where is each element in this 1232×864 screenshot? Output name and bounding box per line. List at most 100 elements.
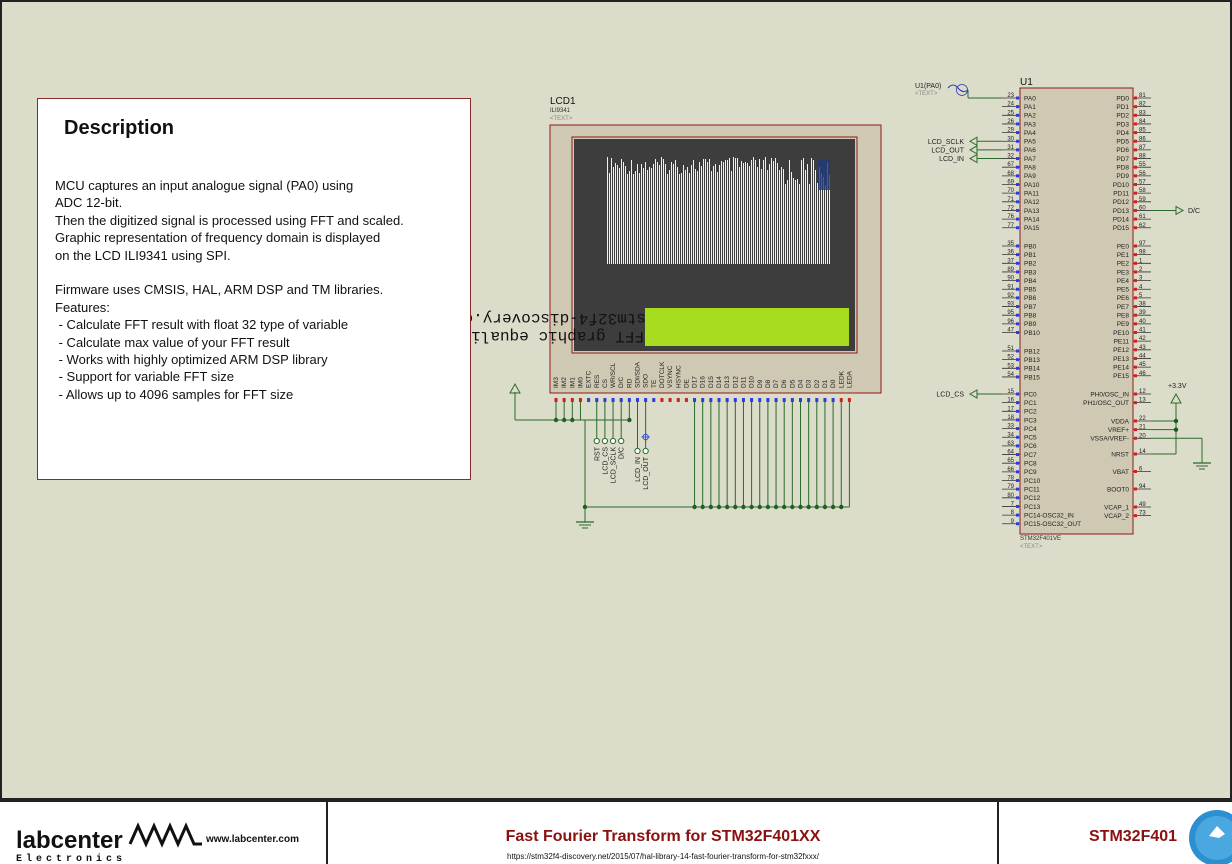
mcu-pin-marker — [1016, 296, 1019, 300]
mcu-pin-number: 87 — [1139, 145, 1146, 151]
mcu-pin-label: PC0 — [1024, 391, 1037, 398]
mcu-pin-label: PC6 — [1024, 443, 1037, 450]
mcu-pin-label: PE3 — [1117, 269, 1130, 276]
lcd-pin-label: D10 — [749, 376, 756, 388]
lcd-pin-marker — [644, 398, 648, 402]
lcd-pin-marker — [758, 398, 762, 402]
mcu-pin-number: 22 — [1139, 416, 1146, 422]
mcu-pin-number: 96 — [1007, 319, 1014, 325]
mcu-pin-marker — [1016, 409, 1019, 413]
mcu-pin-marker — [1016, 513, 1019, 517]
spectrum-bar — [807, 164, 808, 264]
mcu-pin-label: PD13 — [1113, 208, 1130, 215]
lcd-pin-label: D3 — [806, 379, 813, 388]
mcu-pin-number: 69 — [1007, 180, 1014, 186]
mcu-pin-label: PC1 — [1024, 400, 1037, 407]
mcu-pin-marker — [1016, 392, 1019, 396]
spectrum-bar — [693, 160, 694, 264]
lcd-pin-marker — [587, 398, 591, 402]
lcd-pin-marker — [790, 398, 794, 402]
mcu-pin-marker — [1016, 165, 1019, 169]
mcu-pin-label: PD4 — [1116, 130, 1129, 137]
mcu-pin-number: 88 — [1139, 154, 1146, 160]
mcu-pin-marker — [1134, 226, 1137, 230]
mcu-pin-number: 53 — [1007, 363, 1014, 369]
lcd-net-label: D/C — [619, 447, 626, 459]
lcd-pin-marker — [636, 398, 639, 402]
mcu-pin-marker — [1134, 122, 1137, 126]
lcd-pin-label: DE — [683, 378, 690, 388]
spectrum-bar — [789, 160, 790, 264]
mcu-pin-label: PE2 — [1117, 261, 1130, 268]
spectrum-bar — [677, 167, 678, 264]
spectrum-bar — [643, 168, 644, 264]
mcu-pin-label: PA5 — [1024, 139, 1036, 146]
spectrum-bar — [705, 159, 706, 264]
mcu-pin-label: PA11 — [1024, 190, 1039, 197]
mcu-pin-marker — [1134, 253, 1137, 257]
mcu-pin-number: 51 — [1007, 346, 1014, 352]
mcu-pin-number: 37 — [1007, 258, 1014, 264]
mcu-pin-label: PA3 — [1024, 121, 1036, 128]
mcu-pin-marker — [1016, 313, 1019, 317]
mcu-pin-label: PA12 — [1024, 199, 1040, 206]
mcu-pin-number: 63 — [1007, 441, 1014, 447]
lcd-pin-label: D5 — [789, 379, 796, 388]
spectrum-bar — [723, 162, 724, 264]
mcu-pin-number: 39 — [1139, 310, 1146, 316]
spectrum-bar — [651, 168, 652, 264]
mcu-pin-label: PA9 — [1024, 173, 1036, 180]
spectrum-bar — [771, 158, 772, 264]
spectrum-bar — [739, 167, 740, 264]
mcu-pin-number: 81 — [1139, 93, 1146, 99]
mcu-pin-label: PD2 — [1116, 113, 1129, 120]
spectrum-bar — [623, 162, 624, 264]
spectrum-bar — [639, 173, 640, 264]
lcd-part: ILI9341 — [550, 108, 571, 114]
mcu-pin-number: 79 — [1007, 484, 1014, 490]
generator-label: U1(PA0) — [915, 83, 941, 90]
lcd-pin-marker — [554, 398, 558, 402]
lcd-net-label: RST — [594, 446, 601, 461]
spectrum-bar — [787, 180, 788, 264]
lcd-pin-label: SDI/SDA — [635, 361, 642, 388]
spectrum-bar — [795, 180, 796, 264]
lcd-pin-label: WR/SCL — [610, 362, 617, 388]
mcu-pin-number: 78 — [1007, 476, 1014, 482]
mcu-pin-number: 3 — [1139, 276, 1143, 282]
mcu-pin-number: 7 — [1011, 501, 1015, 507]
spectrum-bar — [707, 162, 708, 264]
mcu-pin-label: PD11 — [1113, 190, 1129, 197]
sheet-title: Fast Fourier Transform for STM32F401XX — [505, 828, 821, 845]
mcu-pin-number: 2 — [1139, 267, 1143, 273]
mcu-pin-label: PE1 — [1117, 252, 1130, 259]
mcu-pin-marker — [1016, 270, 1019, 274]
mcu-pin-marker — [1016, 105, 1019, 109]
vcc-arrow — [1170, 392, 1182, 404]
mcu-pin-label: PE4 — [1117, 278, 1130, 285]
spectrum-bar — [657, 162, 658, 264]
mcu-pin-label: NRST — [1111, 451, 1129, 458]
spectrum-bar — [711, 171, 712, 264]
mcu-pin-number: 36 — [1007, 250, 1014, 256]
mcu-pin-marker — [1016, 427, 1019, 431]
spectrum-bar — [797, 179, 798, 264]
mcu-pin-marker — [1134, 296, 1137, 300]
mcu-pin-label: PA14 — [1024, 216, 1040, 223]
mcu-pin-marker — [1134, 374, 1137, 378]
mcu-pin-label: PB1 — [1024, 252, 1037, 259]
mcu-pin-label: PE11 — [1114, 338, 1130, 345]
spectrum-bar — [773, 161, 774, 264]
mcu-pin-number: 43 — [1139, 345, 1146, 351]
mcu-pin-label: PH0/OSC_IN — [1090, 391, 1129, 398]
mcu-pin-marker — [1016, 331, 1019, 334]
mcu-pin-number: 66 — [1007, 467, 1014, 473]
lcd-pin-label: RES — [594, 374, 601, 388]
mcu-pin-marker — [1016, 470, 1019, 474]
mcu-pin-label: PD12 — [1113, 199, 1130, 206]
mcu-pin-number: 92 — [1007, 293, 1014, 299]
lcd-pin-label: D13 — [724, 376, 731, 388]
mcu-pin-number: 13 — [1139, 398, 1146, 404]
mcu-pin-label: PA8 — [1024, 165, 1036, 172]
